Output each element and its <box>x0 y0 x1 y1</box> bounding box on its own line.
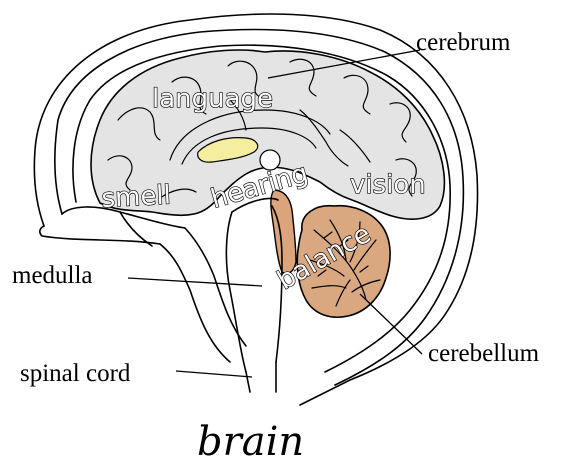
label-cerebellum: cerebellum <box>428 340 540 367</box>
cerebellum-leader <box>360 294 422 354</box>
region-vision: vision <box>350 170 426 200</box>
region-language: language <box>152 84 273 114</box>
label-cerebrum: cerebrum <box>416 29 511 56</box>
label-medulla: medulla <box>12 262 93 289</box>
spinal-cord-leader <box>176 371 252 377</box>
diagram-caption: brain <box>197 419 304 461</box>
medulla-leader <box>128 278 262 286</box>
label-spinal-cord: spinal cord <box>20 360 131 387</box>
region-smell: smell <box>101 180 172 214</box>
